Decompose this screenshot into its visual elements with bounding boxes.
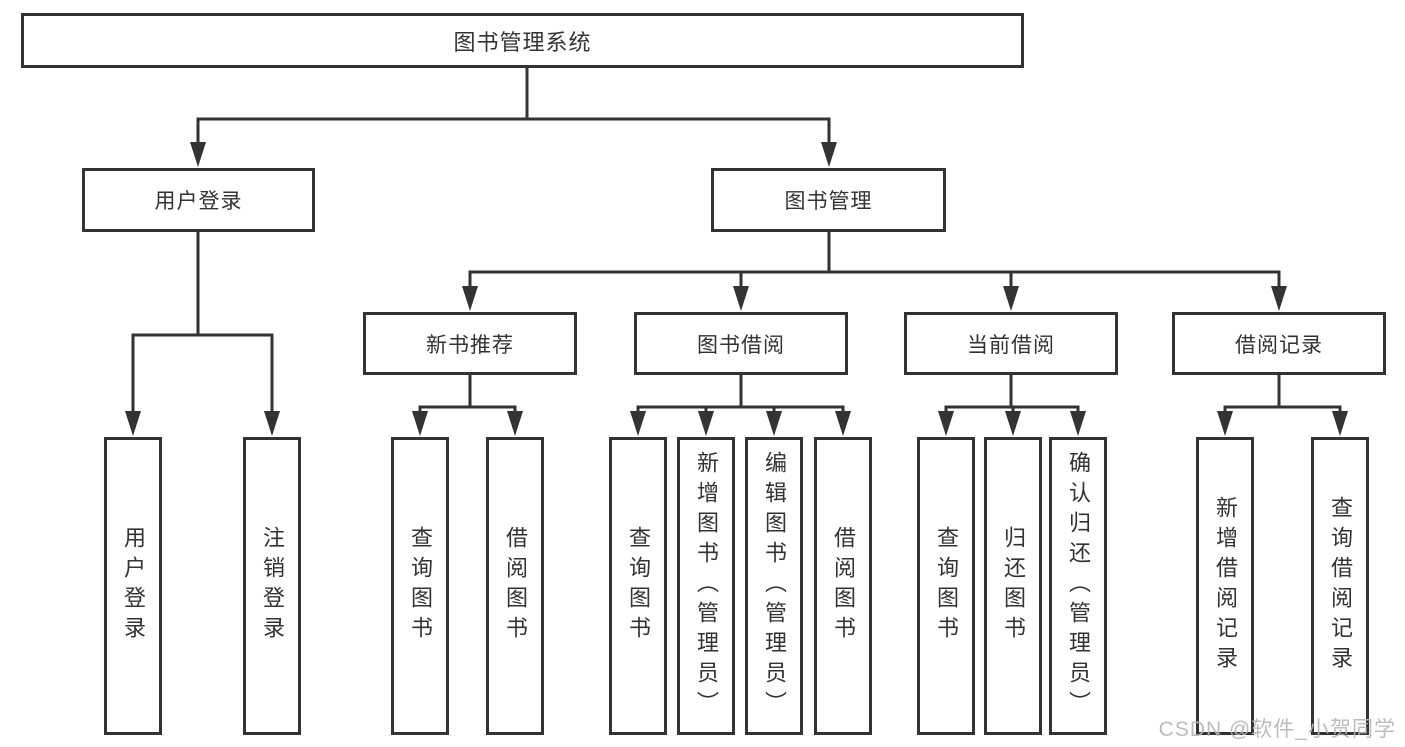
node-current-borrow: 当前借阅: [904, 312, 1118, 375]
node-leaf-add-book-admin: 新增图书（管理员）: [677, 437, 735, 735]
csdn-watermark: CSDN @软件_小贺同学: [1158, 718, 1396, 741]
node-new-book-recommend: 新书推荐: [363, 312, 577, 375]
node-leaf-query-book-recommend: 查询图书: [391, 437, 449, 735]
node-user-login: 用户登录: [82, 168, 315, 232]
node-leaf-user-login: 用户登录: [104, 437, 162, 735]
node-leaf-query-borrow-record: 查询借阅记录: [1311, 437, 1369, 735]
node-borrow-record: 借阅记录: [1172, 312, 1386, 375]
node-leaf-borrow-book-borrow: 借阅图书: [814, 437, 872, 735]
node-leaf-borrow-book-recommend: 借阅图书: [486, 437, 544, 735]
node-book-borrow: 图书借阅: [634, 312, 848, 375]
node-leaf-logout: 注销登录: [243, 437, 301, 735]
node-leaf-edit-book-admin: 编辑图书（管理员）: [745, 437, 803, 735]
node-leaf-return-book: 归还图书: [984, 437, 1042, 735]
node-leaf-confirm-return-admin: 确认归还（管理员）: [1049, 437, 1107, 735]
node-leaf-add-borrow-record: 新增借阅记录: [1196, 437, 1254, 735]
node-root: 图书管理系统: [21, 13, 1024, 68]
node-book-management: 图书管理: [711, 168, 946, 232]
node-leaf-query-book-borrow: 查询图书: [609, 437, 667, 735]
node-leaf-query-book-current: 查询图书: [917, 437, 975, 735]
